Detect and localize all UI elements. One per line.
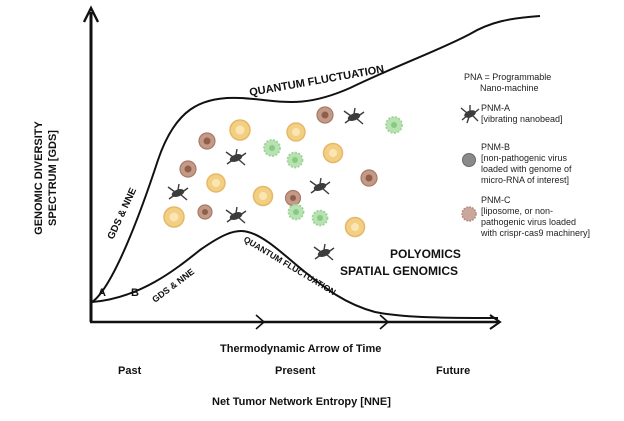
green-cell-icon bbox=[287, 203, 305, 221]
region-label-spatial-genomics: SPATIAL GENOMICS bbox=[340, 264, 458, 278]
green-cell-icon bbox=[311, 209, 329, 227]
legend-virus-icon bbox=[462, 153, 476, 167]
vibrating-nanobead-icon bbox=[309, 177, 331, 195]
vibrating-nanobead-icon bbox=[225, 206, 247, 224]
tumor-cell-icon bbox=[198, 132, 216, 150]
vibrating-nanobead-icon bbox=[313, 243, 335, 261]
tumor-cell-icon bbox=[179, 160, 197, 178]
region-label-polyomics: POLYOMICS bbox=[390, 247, 461, 261]
y-axis-arrowhead bbox=[82, 5, 100, 23]
tumor-cell-icon bbox=[286, 122, 306, 142]
legend-pnm-a-desc: [vibrating nanobead] bbox=[481, 114, 563, 124]
tumor-cell-icon bbox=[252, 185, 274, 207]
lower-curve-label: QUANTUM FLUCTUATION bbox=[242, 234, 338, 297]
curve-marker-b: B bbox=[131, 287, 139, 299]
tumor-cell-icon bbox=[344, 216, 366, 238]
legend-pnm-c-title: PNM-C bbox=[481, 195, 511, 205]
tumor-cell-icon bbox=[229, 119, 251, 141]
legend-pnm-b-title: PNM-B bbox=[481, 142, 510, 152]
green-cell-icon bbox=[263, 139, 281, 157]
curve-marker-a: A bbox=[98, 287, 106, 299]
time-tick-future bbox=[379, 314, 390, 330]
vibrating-nanobead-icon bbox=[225, 148, 247, 166]
vibrating-nanobead-icon bbox=[167, 183, 189, 201]
time-label-future: Future bbox=[436, 365, 470, 377]
legend-pnm-c-desc1: [liposome, or non- bbox=[481, 206, 553, 216]
y-axis-label-line1: GENOMIC DIVERSITY bbox=[33, 121, 45, 235]
legend-pnm-a-title: PNM-A bbox=[481, 103, 510, 113]
legend-bead-icon bbox=[460, 105, 480, 124]
x-axis-label: Net Tumor Network Entropy [NNE] bbox=[212, 396, 391, 408]
tumor-cell-icon bbox=[197, 204, 213, 220]
tumor-cell-icon bbox=[316, 106, 334, 124]
time-tick-past bbox=[255, 314, 266, 330]
time-label-past: Past bbox=[118, 365, 142, 377]
lower-curve bbox=[91, 230, 499, 319]
tumor-cell-icon bbox=[206, 173, 226, 193]
green-cell-icon bbox=[286, 151, 304, 169]
upper-gds-label: GDS & NNE bbox=[106, 186, 140, 241]
upper-curve bbox=[91, 15, 541, 303]
legend-pnm-c-desc3: with crispr-cas9 machinery] bbox=[480, 228, 590, 238]
tumor-cell-icon bbox=[284, 189, 302, 207]
tumor-cell-icon bbox=[163, 206, 185, 228]
green-cell-icon bbox=[385, 116, 403, 134]
legend-pna-line2: Nano-machine bbox=[480, 83, 539, 93]
legend-liposome-icon bbox=[461, 206, 477, 222]
legend-pnm-b-desc2: loaded with genome of bbox=[481, 164, 572, 174]
tumor-cell-icon bbox=[322, 142, 344, 164]
lower-gds-label: GDS & NNE bbox=[150, 267, 196, 305]
arrow-of-time-label: Thermodynamic Arrow of Time bbox=[220, 343, 381, 355]
vibrating-nanobead-icon bbox=[343, 107, 365, 125]
y-axis-label-line2: SPECTRUM [GDS] bbox=[47, 130, 59, 226]
tumor-cell-icon bbox=[360, 169, 378, 187]
time-label-present: Present bbox=[275, 365, 316, 377]
legend-pnm-b-desc1: [non-pathogenic virus bbox=[481, 153, 568, 163]
legend-pna-line1: PNA = Programmable bbox=[464, 72, 551, 82]
legend-pnm-b-desc3: micro-RNA of interest] bbox=[481, 175, 569, 185]
legend-pnm-c-desc2: pathogenic virus loaded bbox=[481, 217, 576, 227]
